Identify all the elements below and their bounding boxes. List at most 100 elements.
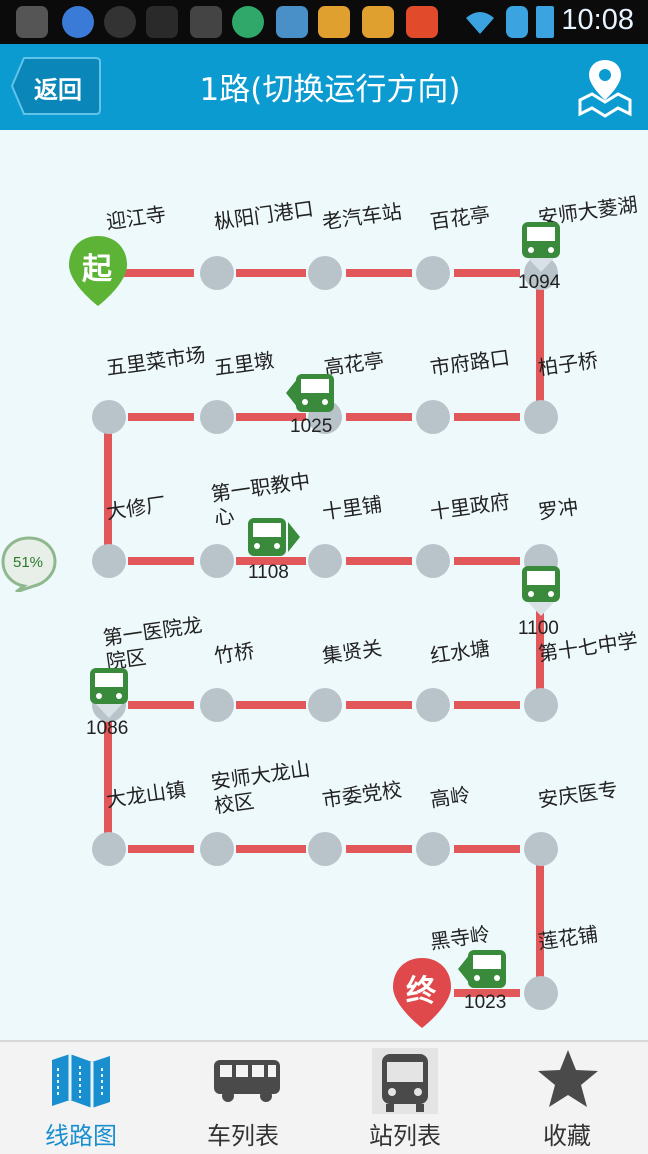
station-label[interactable]: 高岭 (428, 782, 472, 812)
end-pin: 终 (390, 956, 454, 1030)
tab-label: 线路图 (45, 1122, 117, 1150)
route-segment (454, 269, 520, 277)
app-header: 返回 1路(切换运行方向) (0, 44, 648, 130)
tab-route-map[interactable]: 线路图 (0, 1042, 162, 1154)
bus-icon (522, 566, 560, 616)
station-label[interactable]: 迎江寺 (104, 201, 168, 234)
station-label[interactable]: 五里菜市场 (104, 342, 208, 380)
station-dot[interactable] (200, 688, 234, 722)
route-segment (454, 845, 520, 853)
browser-icon (62, 6, 94, 38)
station-dot[interactable] (92, 400, 126, 434)
station-dot[interactable] (308, 544, 342, 578)
station-label[interactable]: 红水塘 (428, 635, 492, 668)
station-dot[interactable] (200, 832, 234, 866)
bus-number: 1086 (86, 718, 129, 739)
progress-indicator[interactable]: 51% (0, 536, 58, 594)
bus-marker[interactable] (286, 370, 334, 416)
route-segment (128, 557, 194, 565)
progress-percent: 51% (12, 554, 44, 571)
route-segment (236, 269, 306, 277)
route-segment (346, 845, 412, 853)
station-label[interactable]: 十里铺 (320, 491, 384, 524)
station-label[interactable]: 安庆医专 (536, 777, 620, 812)
sogou-icon (406, 6, 438, 38)
station-label[interactable]: 枞阳门港口 (212, 196, 316, 234)
station-dot[interactable] (524, 688, 558, 722)
route-segment (454, 557, 520, 565)
station-dot[interactable] (524, 832, 558, 866)
store-icon (276, 6, 308, 38)
station-label[interactable]: 莲花铺 (536, 921, 600, 954)
bus-icon (214, 1060, 280, 1102)
station-dot[interactable] (416, 832, 450, 866)
bus-marker[interactable] (86, 664, 132, 718)
bus-icon (522, 222, 560, 272)
route-segment (128, 845, 194, 853)
star-icon (538, 1050, 598, 1107)
bus-marker[interactable] (518, 562, 564, 616)
bus-number: 1108 (248, 562, 289, 583)
station-label[interactable]: 竹桥 (212, 638, 256, 668)
route-segment (128, 413, 194, 421)
station-dot[interactable] (524, 976, 558, 1010)
bus-marker[interactable] (458, 946, 506, 992)
station-label[interactable]: 老汽车站 (320, 199, 404, 234)
station-label[interactable]: 大修厂 (104, 491, 168, 524)
route-segment (454, 701, 520, 709)
station-label[interactable]: 安师大龙山校区 (209, 756, 312, 818)
route-segment (346, 557, 412, 565)
station-label[interactable]: 罗冲 (536, 494, 580, 524)
route-segment (454, 989, 520, 997)
signal-icon (506, 6, 528, 38)
station-dot[interactable] (416, 688, 450, 722)
bus-marker[interactable] (244, 514, 300, 560)
station-label[interactable]: 集贤关 (320, 635, 384, 668)
route-map[interactable]: 迎江寺 枞阳门港口 老汽车站 百花亭 安师大菱湖 柏子桥 市府路口 高花亭 五里… (0, 130, 648, 1040)
route-segment (454, 413, 520, 421)
station-label[interactable]: 市委党校 (320, 777, 404, 812)
back-button[interactable]: 返回 (10, 56, 102, 116)
station-dot[interactable] (200, 256, 234, 290)
station-label[interactable]: 十里政府 (428, 489, 512, 524)
station-label[interactable]: 大龙山镇 (104, 777, 188, 812)
route-segment (104, 705, 112, 849)
end-marker-label: 终 (406, 974, 436, 1009)
station-dot[interactable] (200, 544, 234, 578)
start-marker-label: 起 (82, 252, 112, 287)
station-dot[interactable] (524, 400, 558, 434)
station-label[interactable]: 柏子桥 (536, 347, 600, 380)
route-segment (346, 413, 412, 421)
station-dot[interactable] (200, 400, 234, 434)
tab-label: 车列表 (207, 1122, 279, 1150)
station-dot[interactable] (92, 832, 126, 866)
station-dot[interactable] (308, 832, 342, 866)
bus-marker[interactable] (518, 218, 564, 272)
wifi-icon (464, 6, 496, 38)
route-segment (124, 269, 194, 277)
station-dot[interactable] (308, 688, 342, 722)
station-dot[interactable] (416, 256, 450, 290)
image-icon (190, 6, 222, 38)
route-segment (536, 273, 544, 421)
tab-bus-list[interactable]: 车列表 (162, 1042, 324, 1154)
tab-station-list[interactable]: 站列表 (324, 1042, 486, 1154)
station-dot[interactable] (308, 256, 342, 290)
route-segment (236, 413, 306, 421)
station-dot[interactable] (416, 544, 450, 578)
bottom-tab-bar: 线路图 车列表 站列表 收藏 (0, 1040, 648, 1154)
map-location-button[interactable] (576, 56, 634, 118)
station-label[interactable]: 五里墩 (212, 347, 276, 380)
route-segment (236, 845, 306, 853)
route-segment (536, 849, 544, 993)
station-label[interactable]: 百花亭 (428, 201, 492, 234)
station-dot[interactable] (92, 544, 126, 578)
station-label[interactable]: 市府路口 (428, 345, 512, 380)
station-dot[interactable] (416, 400, 450, 434)
tab-favorites[interactable]: 收藏 (486, 1042, 648, 1154)
bus-number: 1100 (518, 618, 559, 639)
page-title[interactable]: 1路(切换运行方向) (199, 72, 461, 108)
route-segment (128, 701, 194, 709)
map-icon (52, 1054, 110, 1108)
bus-icon (90, 668, 128, 718)
